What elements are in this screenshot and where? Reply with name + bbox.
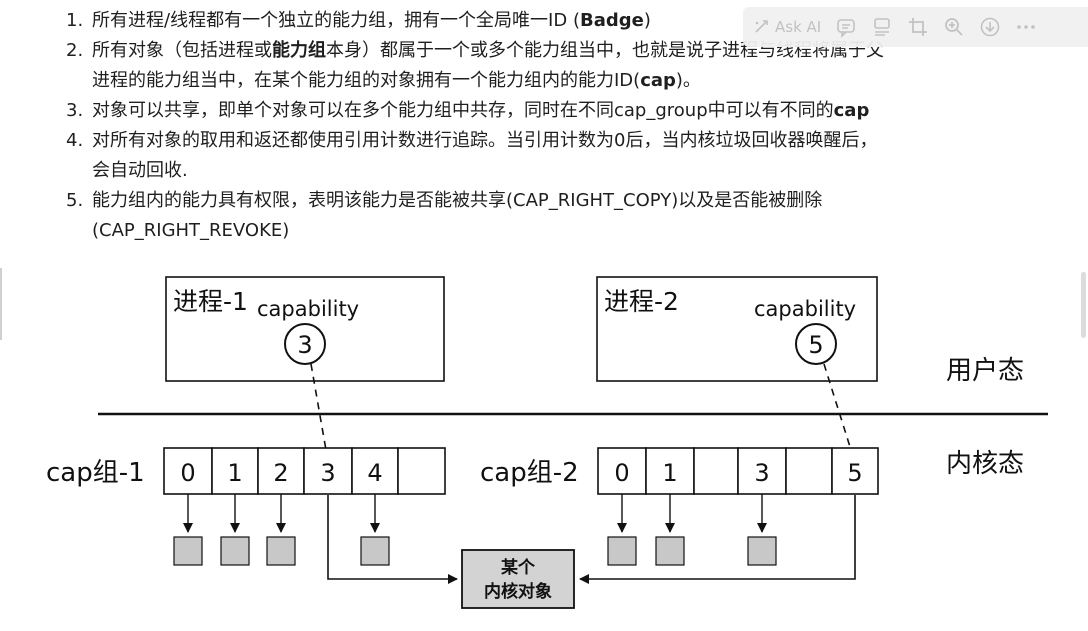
group2-slot [597, 447, 647, 495]
group1-slot-label: 4 [367, 459, 382, 487]
download-icon[interactable] [979, 16, 1001, 38]
group1-slot-label: 2 [273, 459, 288, 487]
ask-ai-label: Ask AI [775, 18, 822, 36]
cap-group-1-cells: 0 1 2 3 4 [163, 447, 446, 566]
list-item-line: 对象可以共享，即单个对象可以在多个能力组中共存，同时在不同cap_group中可… [92, 96, 1056, 126]
process-1-capability-value: 3 [297, 331, 312, 359]
group1-kernel-object [220, 536, 250, 566]
kernel-object-line-1: 某个 [501, 557, 536, 578]
kernel-mode-label: 内核态 [946, 449, 1024, 479]
crop-icon[interactable] [907, 16, 929, 38]
group1-kernel-object [173, 536, 203, 566]
text-segment: 对所有对象的取用和返还都使用引用计数进行追踪。当引用计数为0后，当内核垃圾回收器… [92, 130, 878, 151]
left-edge-marker [0, 268, 2, 340]
group1-slot-label: 1 [227, 459, 242, 487]
process-2-capability-label: capability [754, 297, 856, 321]
group2-slot [693, 447, 739, 495]
group1-kernel-object [266, 536, 296, 566]
text-segment: (CAP_RIGHT_REVOKE) [92, 220, 290, 241]
text-segment: 所有对象（包括进程或 [92, 40, 272, 61]
group2-slot [831, 447, 879, 495]
group1-slot-label: 0 [180, 459, 195, 487]
list-item-number: 4. [66, 130, 84, 151]
group2-slot-label: 1 [662, 459, 677, 487]
kernel-object-line-2: 内核对象 [484, 581, 552, 602]
list-item-number: 3. [66, 100, 84, 121]
bold-term: Badge [579, 10, 644, 31]
cap-group-1-label: cap组-1 [46, 458, 145, 488]
list-item-line: 对所有对象的取用和返还都使用引用计数进行追踪。当引用计数为0后，当内核垃圾回收器… [92, 126, 1056, 156]
group1-slot [303, 447, 353, 495]
list-item-line: 进程的能力组当中，在某个能力组的对象拥有一个能力组内的能力ID(cap)。 [92, 66, 1056, 96]
group1-kernel-object [360, 536, 390, 566]
list-item: 1. 所有进程/线程都有一个独立的能力组，拥有一个全局唯一ID (Badge) [66, 6, 1056, 36]
group1-slot [211, 447, 259, 495]
more-icon[interactable] [1015, 16, 1037, 38]
text-segment: 对象可以共享，即单个对象可以在多个能力组中共存，同时在不同cap_group中可… [92, 100, 834, 121]
list-item: 4. 对所有对象的取用和返还都使用引用计数进行追踪。当引用计数为0后，当内核垃圾回… [66, 126, 1056, 186]
bold-term: 能力组 [272, 40, 326, 61]
zoom-icon[interactable] [943, 16, 965, 38]
kernel-object-box [461, 549, 575, 609]
process-1-label: 进程-1 [173, 287, 248, 316]
text-segment: 会自动回收. [92, 160, 188, 181]
process-2-label: 进程-2 [604, 287, 679, 316]
text-segment: 能力组内的能力具有权限，表明该能力是否能被共享(CAP_RIGHT_COPY)以… [92, 190, 823, 211]
text-segment: ) [643, 10, 651, 31]
text-segment: 所有进程/线程都有一个独立的能力组，拥有一个全局唯一ID ( [92, 10, 580, 31]
cap-group-2-cells: 0 1 3 5 [597, 447, 879, 566]
list-item: 5. 能力组内的能力具有权限，表明该能力是否能被共享(CAP_RIGHT_COPY… [66, 186, 1056, 246]
group2-slot-label: 3 [754, 459, 769, 487]
group2-kernel-object [655, 536, 685, 566]
list-item-number: 1. [66, 10, 84, 31]
process-1-capability-label: capability [257, 297, 359, 321]
group1-slot-label: 3 [320, 459, 335, 487]
list-item-line: 所有进程/线程都有一个独立的能力组，拥有一个全局唯一ID (Badge) [92, 6, 1056, 36]
floating-toolbar: Ask AI [743, 7, 1088, 47]
group2-kernel-object [747, 536, 777, 566]
group2-slot-label: 0 [614, 459, 629, 487]
layout-icon[interactable] [871, 16, 893, 38]
list-item-line: 能力组内的能力具有权限，表明该能力是否能被共享(CAP_RIGHT_COPY)以… [92, 186, 1056, 216]
ask-ai-icon [755, 20, 768, 33]
bold-term: cap [833, 100, 870, 121]
bold-term: cap [640, 70, 676, 91]
group-1-cap-3-reference [327, 495, 458, 584]
group2-slot [785, 447, 833, 495]
process-2-capability-value: 5 [808, 331, 823, 359]
user-mode-label: 用户态 [946, 356, 1024, 386]
list-item-line: 会自动回收. [92, 156, 1056, 186]
group-2-cap-5-reference [579, 495, 856, 584]
list-item-number: 2. [66, 40, 84, 61]
group2-kernel-object [607, 536, 637, 566]
group2-slot-label: 5 [847, 459, 862, 487]
process-1-capability-circle [284, 323, 326, 365]
text-segment: )。 [675, 70, 701, 91]
list-item: 3. 对象可以共享，即单个对象可以在多个能力组中共存，同时在不同cap_group… [66, 96, 1056, 126]
scrollbar[interactable] [1081, 272, 1086, 338]
process-2-capability-circle [795, 323, 837, 365]
text-segment: 进程的能力组当中，在某个能力组的对象拥有一个能力组内的能力ID( [92, 70, 641, 91]
ask-ai-button[interactable]: Ask AI [753, 18, 821, 36]
process-2-cap-link [823, 363, 852, 451]
cap-group-2-label: cap组-2 [480, 458, 579, 488]
list-item-number: 5. [66, 190, 84, 211]
list-item-line: (CAP_RIGHT_REVOKE) [92, 216, 1056, 246]
comment-icon[interactable] [835, 16, 857, 38]
group1-slot [397, 447, 446, 495]
process-1-cap-link [310, 363, 327, 451]
